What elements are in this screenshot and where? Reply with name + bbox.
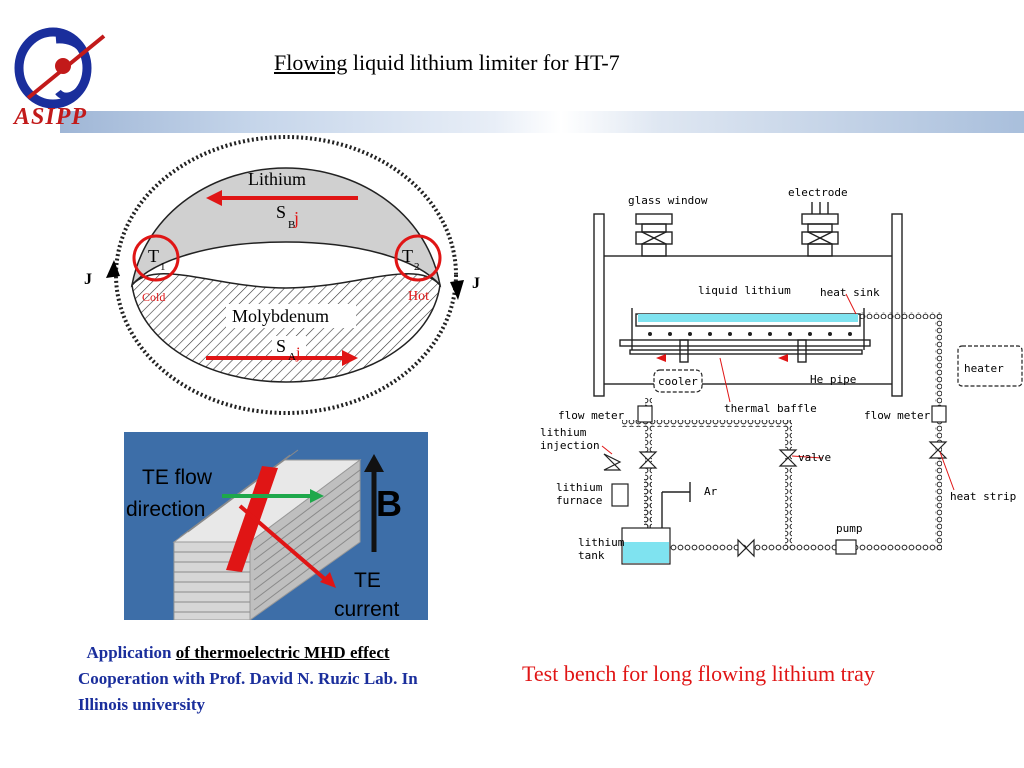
molybdenum-label: Molybdenum: [232, 306, 329, 326]
cooler-label: cooler: [658, 375, 698, 388]
hot-junction-marker: [394, 234, 442, 282]
j-right-arrowhead: [450, 280, 464, 300]
valve-left: [638, 451, 658, 469]
left-caption: Application of thermoelectric MHD effect…: [78, 640, 438, 718]
pipe-mid-horizontal: [622, 420, 792, 427]
right-flange: [891, 213, 903, 397]
logo-text: ASIPP: [14, 104, 88, 130]
flow-meter-right: [931, 405, 947, 423]
thermoelectric-loop-diagram: Lithium S B j Molybdenum S A j T 1 T 2 C…: [84, 135, 480, 415]
b-label: B: [376, 483, 402, 524]
lithium-injection-label-1: lithium: [540, 426, 587, 439]
te-current-label-1: TE: [354, 569, 381, 592]
heater-label: heater: [964, 362, 1004, 375]
te-mhd-photo: TE flow direction B TE current: [124, 432, 428, 620]
molybdenum-flow-arrowhead: [342, 350, 358, 366]
pipe-top-right: [860, 312, 940, 319]
left-caption-part3: Cooperation with Prof. David N. Ruzic La…: [78, 669, 418, 714]
left-caption-part2: of thermoelectric MHD effect: [175, 643, 390, 662]
b-field-arrowhead: [364, 454, 384, 472]
he-pipe-label: He pipe: [810, 373, 856, 386]
sa-label: S: [276, 336, 286, 356]
liquid-lithium-label: liquid lithium: [698, 284, 791, 297]
te-current-arrowhead: [320, 572, 336, 588]
pipe-bottom: [670, 544, 942, 551]
pipe-left-vertical: [645, 398, 652, 548]
tank-lithium-fill: [623, 542, 669, 563]
te-flow-arrowhead: [310, 489, 324, 503]
t1-label: T: [148, 246, 159, 266]
ar-label: Ar: [704, 485, 718, 498]
jb-label: j: [293, 208, 299, 228]
fin-stack: [172, 449, 362, 620]
t2-label: T: [402, 246, 413, 266]
cold-label: Cold: [142, 290, 165, 304]
pump: [835, 539, 857, 555]
lithium-furnace-label-2: furnace: [556, 494, 602, 507]
te-current-label-2: current: [334, 598, 400, 620]
te-flow-label-1: TE flow: [142, 466, 213, 489]
flow-meter-right-label: flow meter: [864, 409, 931, 422]
lithium-tank-label-1: lithium: [578, 536, 625, 549]
valve-label: valve: [798, 451, 831, 464]
ja-label: j: [295, 345, 300, 362]
lithium-injection-label-2: injection: [540, 439, 600, 452]
flow-meter-left: [637, 405, 653, 423]
heat-sink-label: heat sink: [820, 286, 880, 299]
red-stripe: [226, 466, 278, 572]
j-left-arrowhead: [106, 260, 120, 278]
pump-label: pump: [836, 522, 863, 535]
glass-window-label: glass window: [628, 194, 708, 207]
valve-middle: [778, 449, 798, 467]
t1-subscript: 1: [160, 261, 166, 273]
te-current-arrow: [238, 504, 328, 582]
left-caption-part1: Application: [86, 643, 176, 662]
page-title: Flowing liquid lithium limiter for HT-7: [274, 50, 620, 76]
current-path-ellipse: [114, 135, 458, 415]
t2-subscript: 2: [414, 261, 420, 273]
lithium-tank-label-2: tank: [578, 549, 605, 562]
sa-subscript: A: [288, 351, 296, 363]
cold-junction-marker: [132, 234, 180, 282]
lithium-furnace-label-1: lithium: [556, 481, 603, 494]
title-rest: liquid lithium limiter for HT-7: [347, 50, 620, 75]
valve-injection: [603, 453, 622, 471]
cooler-box: [653, 369, 703, 393]
valve-bottom: [737, 538, 755, 558]
flow-meter-left-label: flow meter: [558, 409, 625, 422]
lithium-furnace: [611, 483, 629, 507]
lithium-flow-arrowhead: [206, 190, 222, 206]
heat-strip-label: heat strip: [950, 490, 1016, 503]
heater-box: [957, 345, 1023, 387]
pipe-right-vertical: [935, 312, 942, 550]
lithium-label: Lithium: [248, 169, 306, 189]
sb-subscript: B: [288, 219, 295, 231]
liquid-lithium-fill: [638, 314, 858, 322]
te-flow-label-2: direction: [126, 498, 205, 521]
left-flange: [593, 213, 605, 397]
electrode-label: electrode: [788, 186, 848, 199]
j-right-label: J: [472, 275, 480, 292]
asipp-logo: [14, 27, 106, 109]
j-left-label: J: [84, 271, 92, 288]
header-band: [60, 111, 1024, 133]
pipe-furnace: [644, 478, 651, 528]
pipe-valve-vertical: [785, 420, 792, 550]
sb-label: S: [276, 202, 286, 222]
test-bench-schematic: glass window electrode liquid lithium he…: [540, 186, 1023, 565]
hot-label: Hot: [408, 289, 429, 304]
molybdenum-label-bg: [226, 304, 356, 328]
title-underlined: Flowing: [274, 50, 348, 75]
thermal-baffle-label: thermal baffle: [724, 402, 817, 415]
valve-right: [928, 441, 948, 459]
right-caption: Test bench for long flowing lithium tray: [522, 661, 875, 686]
